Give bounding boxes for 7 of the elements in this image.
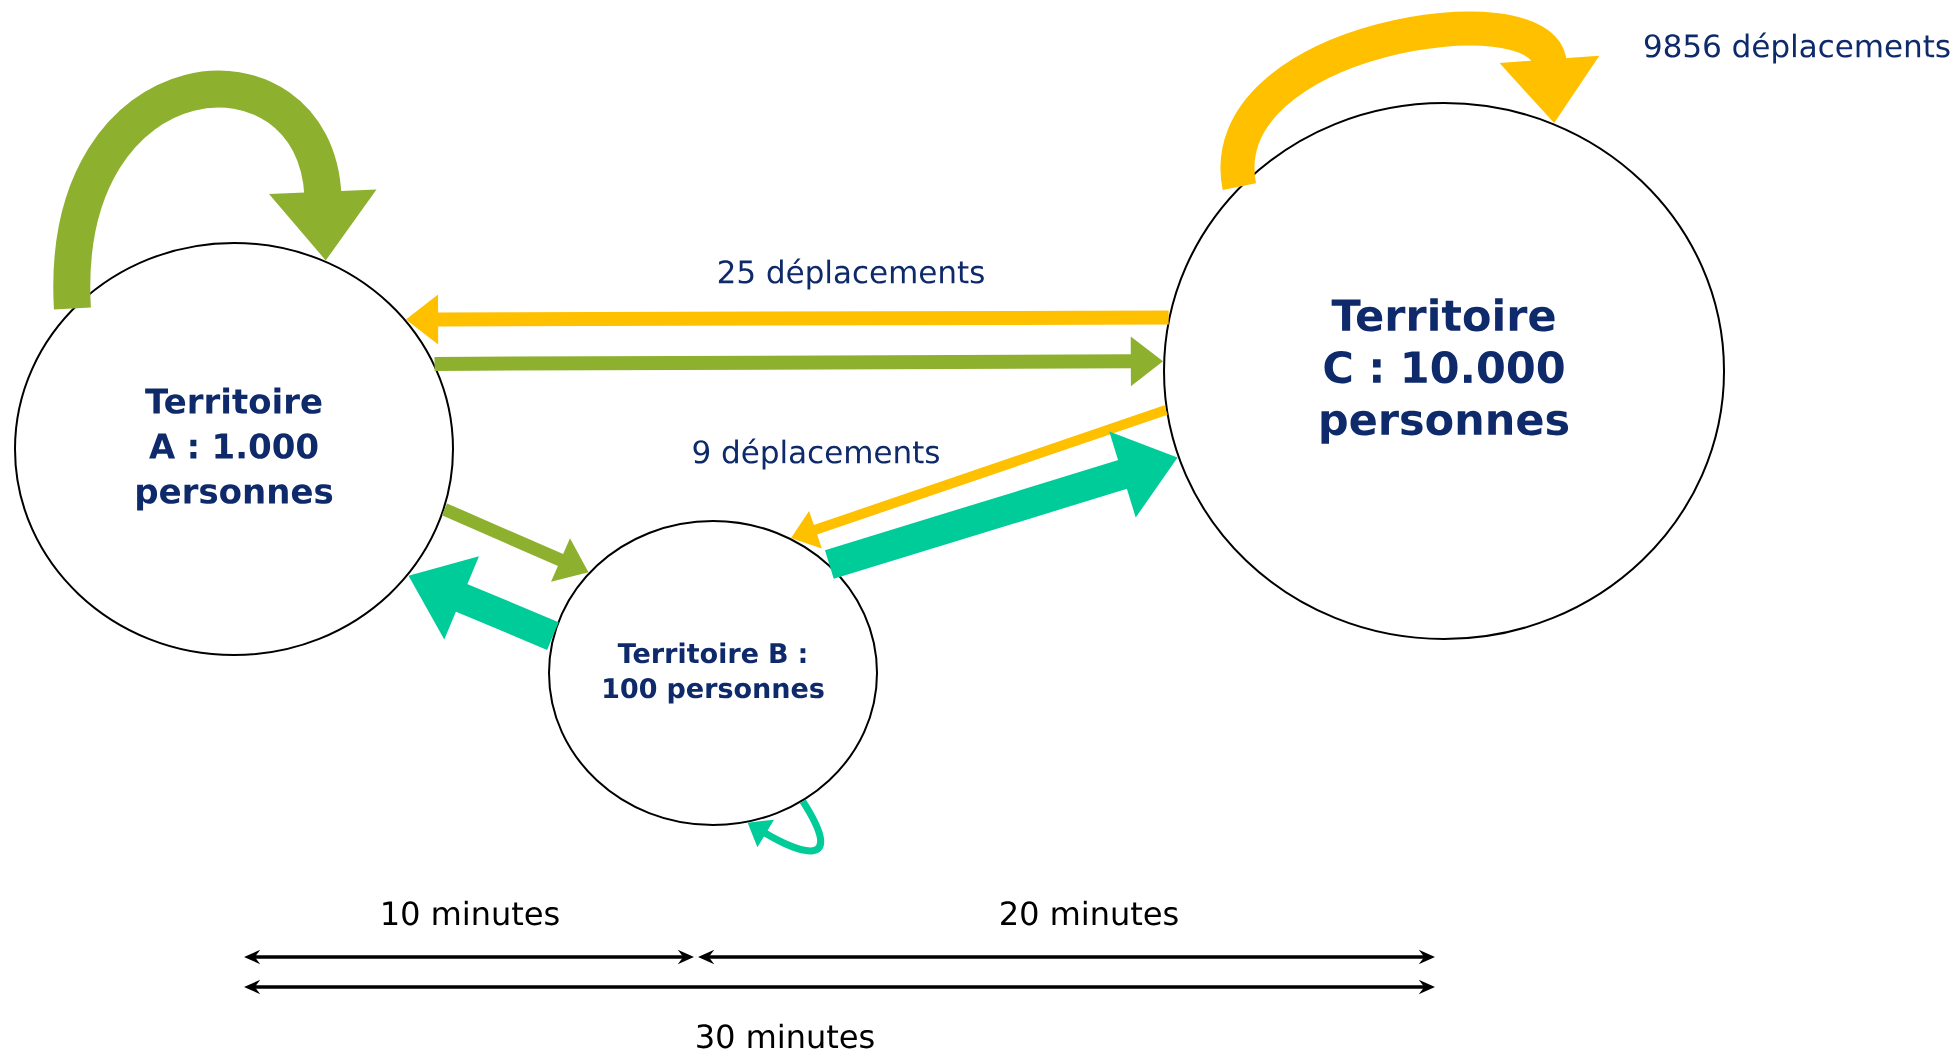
duration-label: 10 minutes	[383, 900, 559, 926]
duration-label: 20 minutes	[1001, 900, 1178, 926]
loop-arrow	[53, 70, 377, 310]
edge-label: 9 déplacements	[689, 436, 943, 472]
edge-label: 9856 déplacements	[1640, 30, 1954, 66]
duration-label: 30 minutes	[697, 1023, 874, 1049]
edge-label: 25 déplacements	[714, 256, 988, 292]
